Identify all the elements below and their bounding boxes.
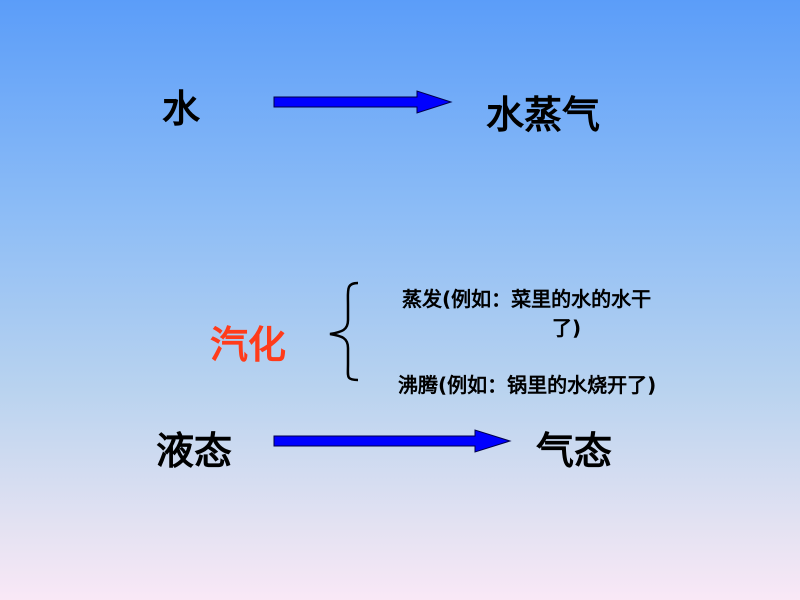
water-vapor-label: 水蒸气 — [486, 93, 601, 137]
evaporation-text-line2: 了) — [552, 316, 582, 340]
water-label: 水 — [162, 87, 201, 131]
liquid-state-label: 液态 — [156, 429, 233, 473]
arrow-right-icon — [273, 429, 512, 453]
boiling-text: 沸腾(例如：锅里的水烧开了) — [398, 373, 657, 397]
vaporization-label: 汽化 — [210, 323, 287, 367]
arrow-right-icon — [273, 90, 453, 114]
evaporation-text-line1: 蒸发(例如：菜里的水的水干 — [402, 287, 652, 311]
brace-icon — [329, 281, 359, 382]
gas-state-label: 气态 — [536, 429, 613, 473]
